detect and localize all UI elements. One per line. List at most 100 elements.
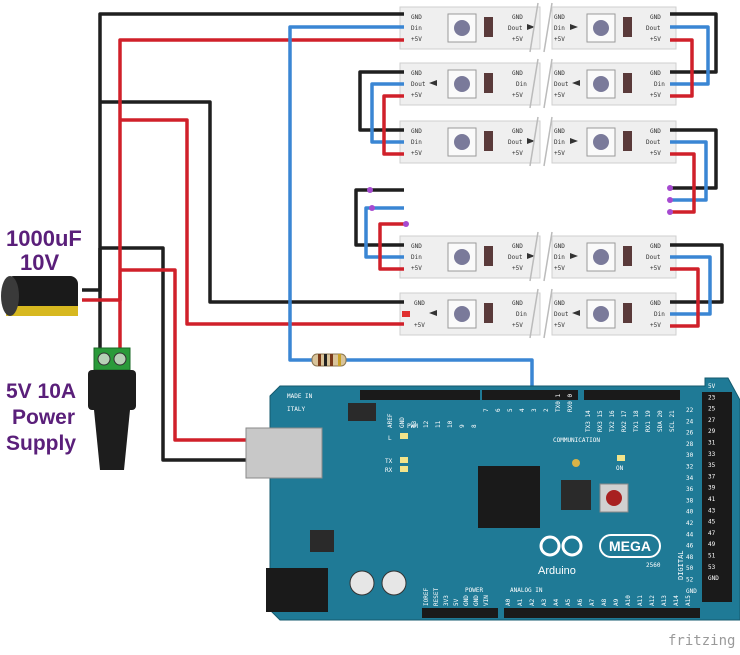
pin-label-gnd: GND <box>650 300 661 307</box>
pin-label: A1 <box>517 598 524 606</box>
wire-jumper-5v <box>670 152 696 214</box>
pin-label: A15 <box>685 595 692 606</box>
pin-label: 50 <box>686 565 694 572</box>
pin-label: 37 <box>708 473 716 480</box>
led-strip-row-3 <box>399 120 677 164</box>
pin-label: TX0 1 <box>555 394 562 412</box>
pin-label: 25 <box>708 406 716 413</box>
board-led-l-label: L <box>388 435 392 442</box>
pin-label-5v: +5V <box>512 265 523 272</box>
pin-label: GND <box>686 588 697 595</box>
pin-label-5v: +5V <box>650 150 661 157</box>
header-top-mid <box>482 390 578 400</box>
pin-label: GND <box>463 595 470 606</box>
pin-label: A14 <box>673 595 680 606</box>
usb-port <box>245 427 323 479</box>
pin-label: A2 <box>529 598 536 606</box>
pin-label: 5V <box>453 598 460 606</box>
rgb-led <box>593 20 609 36</box>
board-led-tx-label: TX <box>385 458 393 465</box>
pin-label: 3 <box>531 408 538 412</box>
wire-gnd-row5 <box>100 100 404 304</box>
pin-label-5v: +5V <box>554 265 565 272</box>
wire-data-in <box>288 25 404 362</box>
pin-label: 47 <box>708 530 716 537</box>
pin-label: 27 <box>708 417 716 424</box>
pin-label-gnd: GND <box>554 70 565 77</box>
pin-label: 40 <box>686 509 694 516</box>
board-led-rx-label: RX <box>385 467 393 474</box>
pin-label-5v: +5V <box>650 36 661 43</box>
board-analog-label: ANALOG IN <box>510 587 543 594</box>
pin-label: 8 <box>471 424 478 428</box>
pin-label-gnd: GND <box>650 70 661 77</box>
wire-jumper-5v <box>670 267 700 328</box>
wire-jumper-data <box>364 206 404 259</box>
pin-label: A4 <box>553 598 560 606</box>
pin-label: 12 <box>423 420 430 428</box>
microcontroller-chip <box>478 466 540 528</box>
pin-label: 41 <box>708 496 716 503</box>
pin-label-5v: +5V <box>411 150 422 157</box>
pin-label: RX3 15 <box>597 410 604 432</box>
board-pwm-label: PWM <box>407 423 418 430</box>
rgb-led <box>454 249 470 265</box>
pin-label-gnd: GND <box>411 243 422 250</box>
wire-jumper-5v <box>378 222 406 271</box>
pin-label: 51 <box>708 553 716 560</box>
pin-label: 26 <box>686 430 694 437</box>
pin-label: VIN <box>483 595 490 606</box>
pin-label: 44 <box>686 531 694 538</box>
pin-label: TX1 18 <box>633 410 640 432</box>
pin-label: 23 <box>708 394 716 401</box>
rgb-led <box>593 76 609 92</box>
pin-label-5v: +5V <box>512 150 523 157</box>
pin-label-gnd: GND <box>411 14 422 21</box>
pin-label-gnd: GND <box>512 243 523 250</box>
pin-label-din: Din <box>411 139 422 146</box>
pin-label: A8 <box>601 598 608 606</box>
pin-label-dout: Dout <box>646 139 661 146</box>
led-strip-row-1 <box>399 6 677 50</box>
pin-label: 39 <box>708 485 716 492</box>
pin-label: GND <box>708 575 719 582</box>
strip-pin-labels: GND Din +5V GND Dout +5V GND Din +5V GND… <box>411 14 665 329</box>
board-communication-label: COMMUNICATION <box>553 437 600 444</box>
led-strip-row-5 <box>399 292 677 336</box>
pin-label-din: Din <box>554 25 565 32</box>
pin-label-gnd: GND <box>512 300 523 307</box>
led-strip-row-4 <box>399 235 677 279</box>
wire-5v-main <box>82 38 404 302</box>
pin-label-5v: +5V <box>650 322 661 329</box>
resistor <box>311 353 347 367</box>
pin-label: A6 <box>577 598 584 606</box>
pin-label: 5V <box>708 383 716 390</box>
pin-label: AREF <box>387 413 394 428</box>
pin-label-din: Din <box>411 25 422 32</box>
wire-jumper-5v <box>670 38 694 98</box>
wire-jumper-5v <box>382 94 404 156</box>
wire-jumper-data <box>670 140 708 202</box>
pin-label-dout: Dout <box>646 25 661 32</box>
board-model-label: MEGA <box>609 538 651 554</box>
pin-label: 42 <box>686 520 694 527</box>
pin-label: RX0 0 <box>567 394 574 412</box>
barrel-jack <box>266 568 328 612</box>
pin-label-din: Din <box>654 311 665 318</box>
pin-label: TX2 16 <box>609 410 616 432</box>
pin-label-gnd: GND <box>554 128 565 135</box>
pin-label-5v: +5V <box>414 322 425 329</box>
pin-label: A7 <box>589 598 596 606</box>
led-chip <box>586 127 616 157</box>
pin-label: TX3 14 <box>585 410 592 432</box>
board-brand-label: Arduino <box>538 565 576 577</box>
capacitor-voltage-label: 10V <box>20 250 59 275</box>
arduino-logo-icon <box>539 535 583 557</box>
pin-label: 49 <box>708 541 716 548</box>
pin-label: 2 <box>543 408 550 412</box>
rgb-led <box>454 76 470 92</box>
